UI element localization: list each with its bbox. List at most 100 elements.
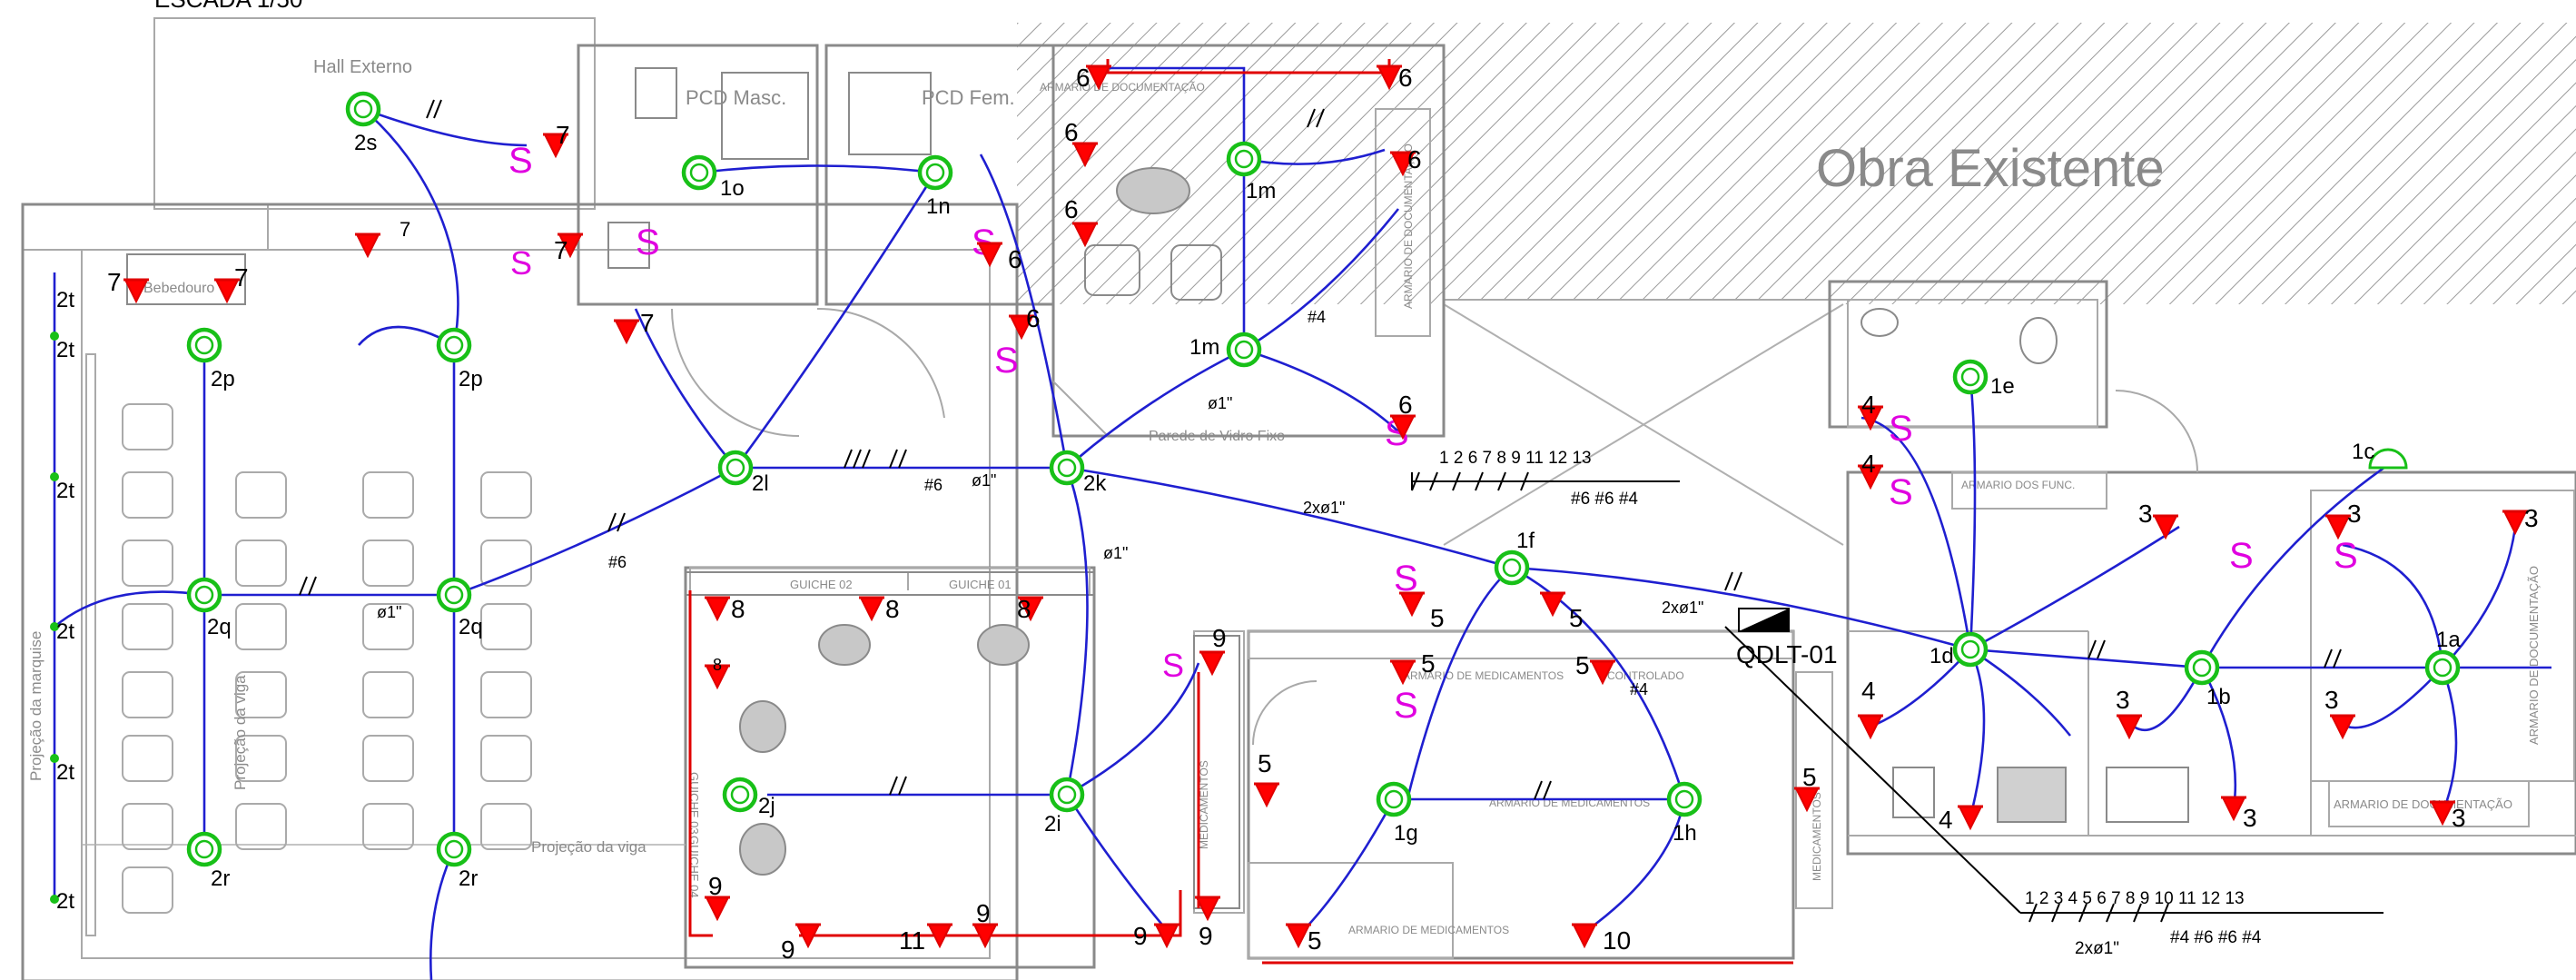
socket[interactable]: 5 — [1538, 591, 1584, 632]
socket[interactable]: 5 — [1575, 651, 1617, 685]
luminaire-1m[interactable]: 1m — [1229, 144, 1276, 203]
luminaire-2s[interactable]: 2s — [348, 94, 379, 155]
switch-pqr[interactable]: S — [510, 244, 532, 282]
luminaire-label: 2k — [1083, 471, 1107, 496]
socket[interactable]: 3 — [2324, 500, 2362, 539]
socket[interactable]: 6 — [1388, 391, 1417, 440]
svg-text:6: 6 — [1398, 391, 1413, 419]
socket[interactable]: 3 — [2219, 796, 2257, 832]
socket[interactable]: 6 — [1064, 195, 1100, 247]
luminaire-1o[interactable]: 1o — [684, 157, 745, 201]
socket[interactable]: 5 — [1252, 749, 1281, 807]
luminaire-1a[interactable]: 1a — [2427, 628, 2461, 683]
meds-label-v: MEDICAMENTOS — [1811, 792, 1823, 881]
luminaire-1b[interactable]: 1b — [2186, 652, 2231, 709]
luminaire-1f[interactable]: 1f — [1496, 529, 1535, 583]
socket[interactable]: 8 — [703, 595, 745, 623]
socket[interactable]: 6 — [1064, 118, 1100, 167]
circuit-annotations: ø1" ø1" 2xø1" 2xø1" ø1" ø1" #6 #6 #4 #4 — [377, 308, 1703, 698]
switch-lk[interactable]: S — [994, 341, 1019, 381]
socket[interactable]: 7 — [554, 233, 585, 264]
luminaire-1c[interactable]: 1c — [2352, 440, 2408, 470]
socket[interactable]: 7 — [612, 309, 655, 344]
socket[interactable]: 4 — [1856, 677, 1885, 739]
med-cabinet-label-1: ARMARIO DE MEDICAMENTOS — [1403, 669, 1564, 682]
luminaire-2k[interactable]: 2k — [1051, 452, 1107, 496]
switch-ij[interactable]: S — [1162, 647, 1184, 684]
luminaire-2i[interactable]: 2i — [1044, 779, 1082, 836]
socket[interactable]: 7 — [541, 121, 570, 158]
luminaire-2q-a[interactable]: 2q — [189, 579, 232, 639]
luminaire-1h[interactable]: 1h — [1669, 784, 1700, 846]
switch-hg[interactable]: S — [1394, 686, 1418, 726]
svg-text:9: 9 — [1199, 922, 1213, 950]
luminaire-2l[interactable]: 2l — [720, 452, 769, 496]
socket[interactable]: 9 — [1198, 624, 1227, 676]
luminaire-2q-b[interactable]: 2q — [439, 579, 483, 639]
socket[interactable]: 9 — [781, 923, 823, 964]
luminaire-1g[interactable]: 1g — [1378, 784, 1418, 846]
socket[interactable]: 9 — [971, 899, 1000, 948]
switch-s[interactable]: S — [508, 141, 533, 181]
socket[interactable]: 10 — [1570, 923, 1631, 955]
switch-e[interactable]: S — [1889, 409, 1913, 449]
luminaire-label: 1m — [1189, 335, 1219, 360]
switch-a[interactable]: S — [2334, 536, 2358, 576]
luminaire-2j[interactable]: 2j — [725, 779, 775, 818]
marquee-projection-label: Projeção da marquise — [27, 631, 44, 781]
luminaire-1n[interactable]: 1n — [920, 157, 951, 219]
wire-ticks — [299, 99, 2342, 923]
socket[interactable]: 11 — [899, 923, 954, 955]
luminaire-label: 2i — [1044, 812, 1061, 836]
gauge-6-a: #6 — [924, 476, 943, 494]
socket[interactable]: 4 — [1856, 450, 1885, 490]
luminaire-1d[interactable]: 1d — [1930, 634, 1986, 668]
luminaire-2r-a[interactable]: 2r — [189, 834, 230, 891]
luminaire-label: 2p — [211, 367, 235, 391]
svg-text:7: 7 — [400, 218, 410, 241]
conduit-size-6: ø1" — [1208, 394, 1232, 412]
switch-cb[interactable]: S — [2229, 536, 2254, 576]
luminaire-2p-b[interactable]: 2p — [439, 330, 483, 391]
socket[interactable]: 6 — [1076, 64, 1113, 92]
luminaire-2p-a[interactable]: 2p — [189, 330, 235, 391]
svg-text:8: 8 — [713, 656, 722, 674]
socket[interactable]: 9 — [1133, 922, 1181, 950]
socket[interactable]: 3 — [2428, 800, 2466, 832]
socket[interactable]: 3 — [2324, 686, 2357, 739]
luminaire-1m-lower[interactable]: 1m — [1189, 334, 1259, 365]
socket[interactable]: 5 — [1397, 591, 1445, 632]
socket[interactable]: 6 — [1388, 145, 1422, 176]
socket[interactable]: 8 — [703, 656, 732, 689]
socket[interactable]: 3 — [2138, 500, 2180, 539]
switch-o[interactable]: S — [636, 223, 660, 262]
socket[interactable]: 8 — [857, 595, 900, 623]
luminaire-2r-b[interactable]: 2r — [439, 834, 478, 891]
socket[interactable]: 3 — [2501, 504, 2539, 535]
socket[interactable]: 6 — [1375, 64, 1413, 92]
socket[interactable]: 7 — [353, 218, 410, 258]
funcs-cabinet-label: ARMARIO DOS FUNC. — [1961, 479, 2075, 491]
socket[interactable]: 5 — [1792, 763, 1821, 812]
doc-cabinet-label-2: ARMARIO DE DOCUMENTAÇÃO — [2334, 797, 2512, 811]
socket[interactable]: 6 — [1007, 304, 1041, 340]
socket[interactable]: 4 — [1856, 391, 1885, 431]
socket[interactable]: 7 — [107, 268, 151, 303]
socket[interactable]: 3 — [2115, 686, 2144, 739]
socket[interactable]: 8 — [1016, 595, 1045, 623]
socket[interactable]: 4 — [1939, 805, 1985, 834]
socket[interactable]: 5 — [1388, 649, 1436, 685]
switch-d[interactable]: S — [1889, 472, 1913, 512]
wiring — [53, 66, 2551, 980]
socket[interactable]: 9 — [703, 872, 732, 921]
socket[interactable]: 5 — [1284, 923, 1322, 955]
socket[interactable]: 6 — [975, 242, 1022, 273]
socket[interactable]: 9 — [1193, 896, 1222, 950]
socket[interactable]: 7 — [212, 263, 249, 303]
luminaire-1e[interactable]: 1e — [1955, 361, 2015, 399]
drawing-title: ESCADA 1/50 — [154, 0, 302, 13]
doc-cabinet-label-v: ARMARIO DE DOCUMENTAÇÃO — [1402, 144, 1415, 309]
bus-bottom-gauges: #4 #6 #6 #4 — [2170, 928, 2262, 947]
